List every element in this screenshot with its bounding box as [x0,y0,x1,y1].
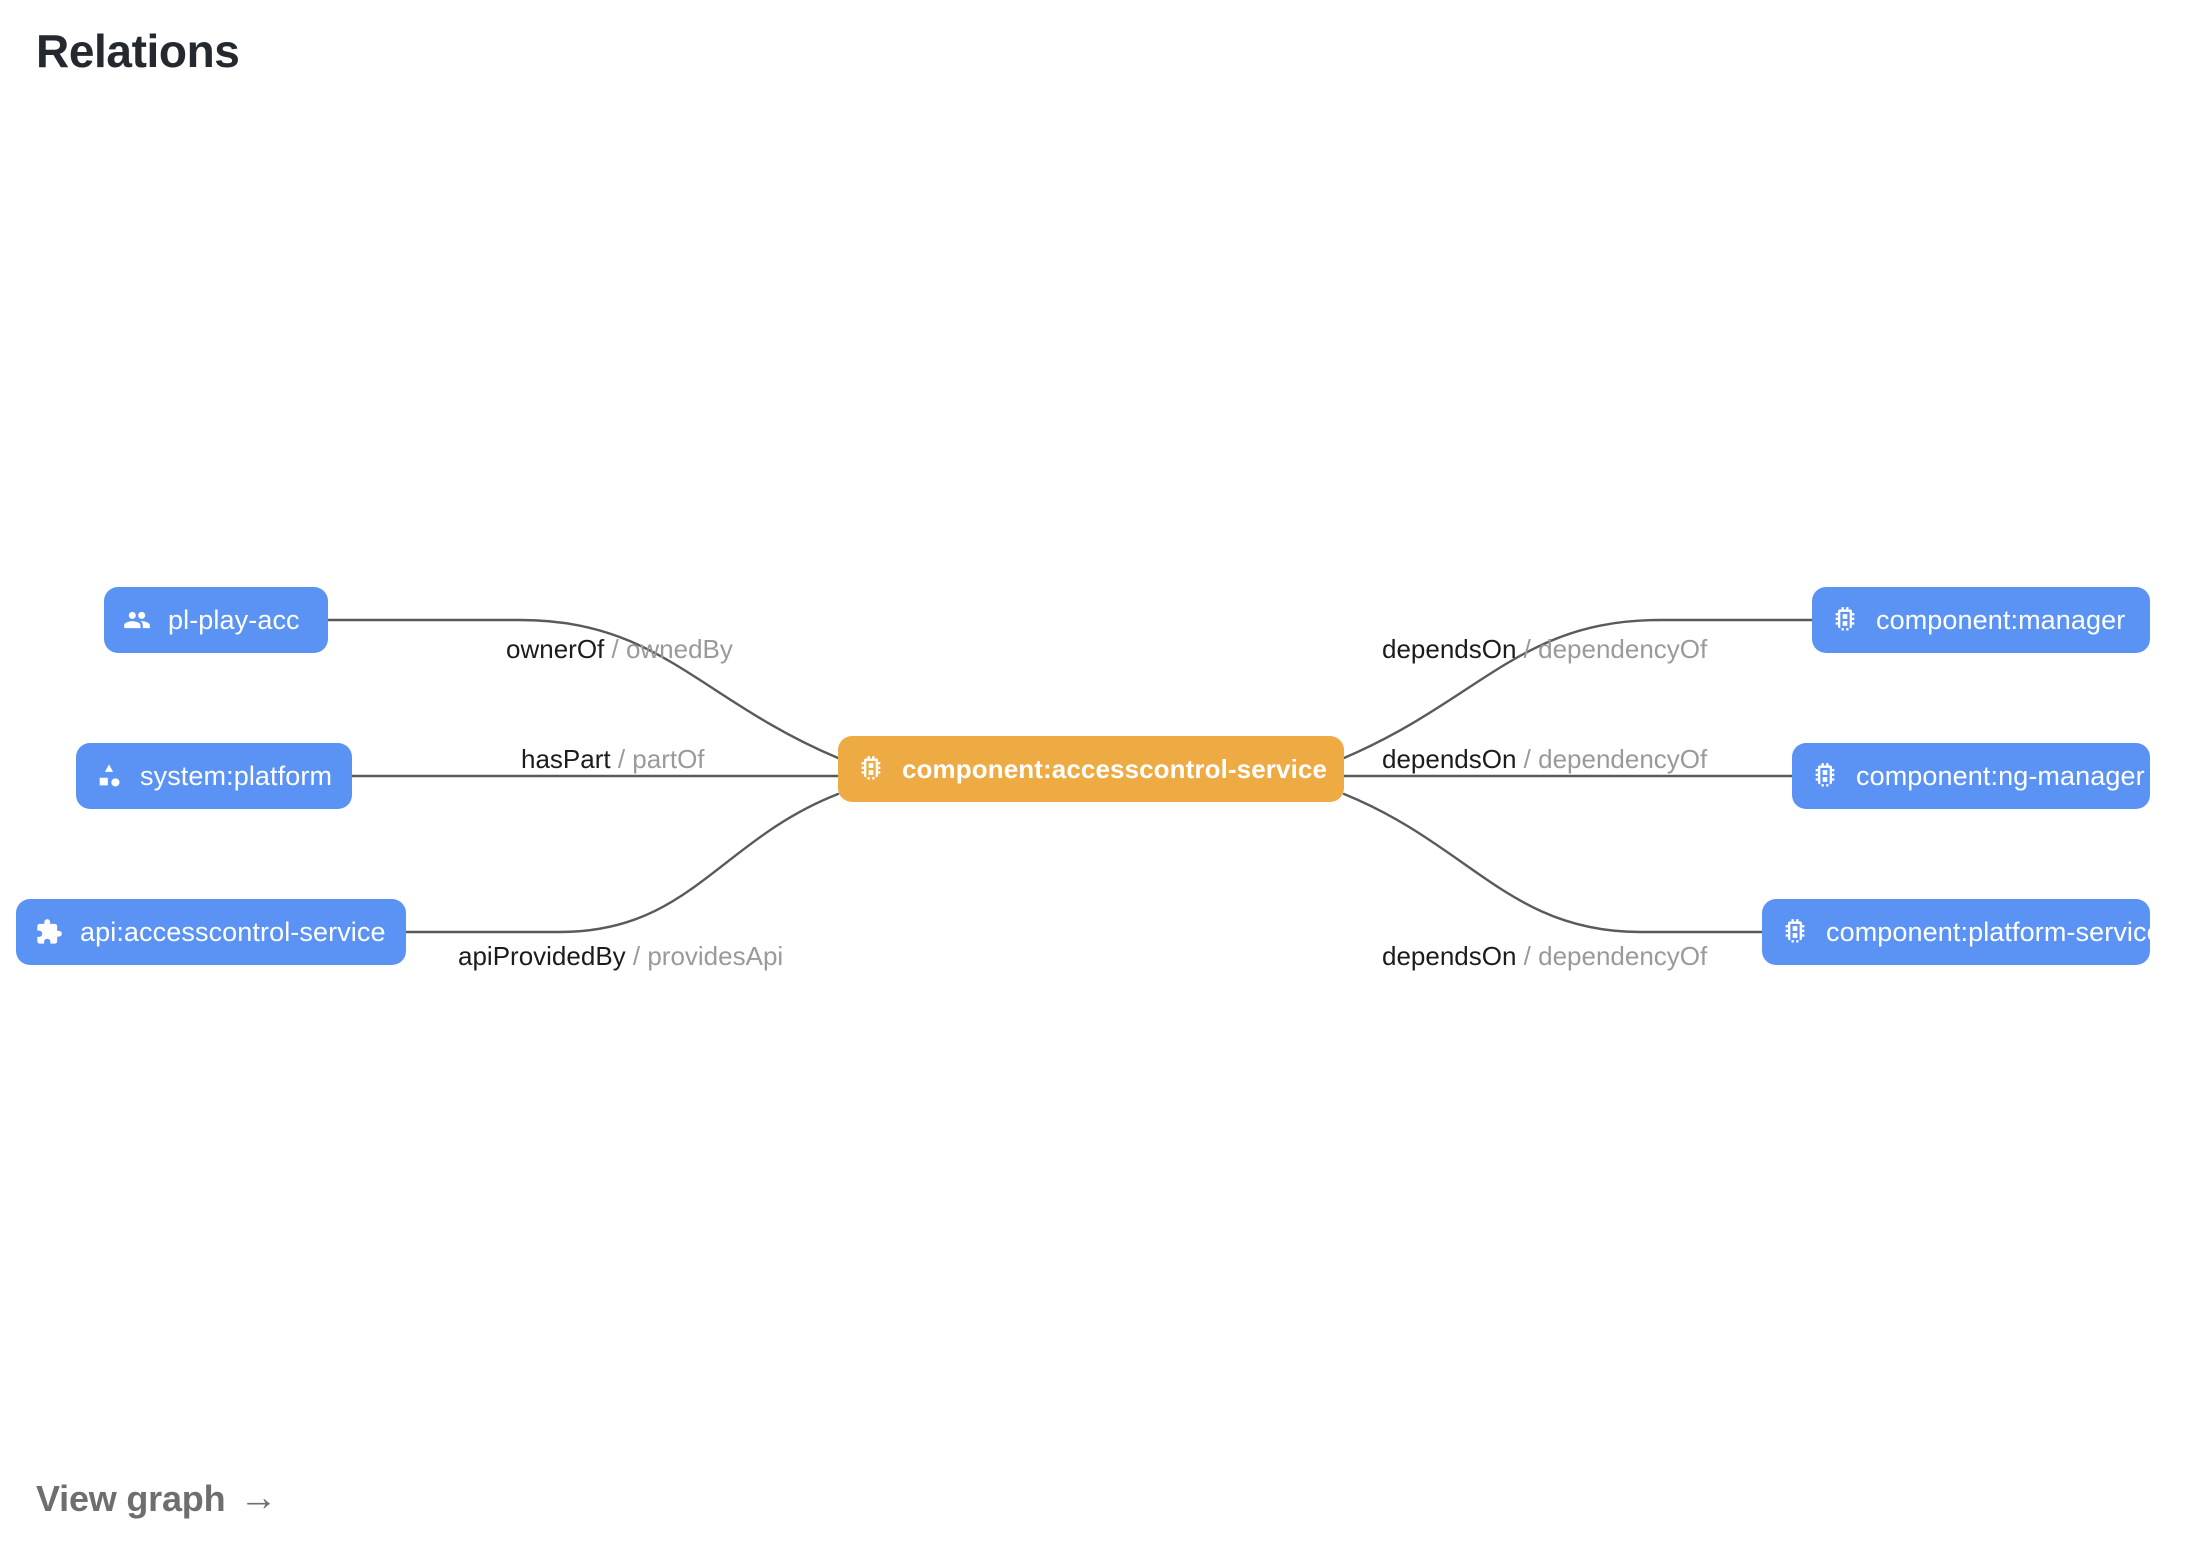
graph-node-label: component:ng-manager [1856,760,2145,791]
relation-reverse: dependencyOf [1538,744,1708,774]
graph-node-system-platform[interactable]: system:platform [76,743,352,809]
graph-node-label: system:platform [140,760,333,791]
memory-chip-icon [1830,605,1860,635]
edge-dependson-ng-manager-label: dependsOn / dependencyOf [1382,746,1707,772]
relation-separator: / [1516,941,1539,971]
group-people-icon [122,605,152,635]
relation-reverse: ownedBy [625,634,733,664]
relation-forward: ownerOf [506,634,605,664]
relation-forward: dependsOn [1382,941,1517,971]
graph-node-label: component:manager [1876,604,2126,635]
edge-apiprovidedby-label: apiProvidedBy / providesApi [458,943,783,969]
relation-separator: / [1516,744,1539,774]
relation-forward: apiProvidedBy [458,941,626,971]
relation-reverse: partOf [632,744,705,774]
graph-node-pl-play-acc[interactable]: pl-play-acc [104,587,328,653]
relation-reverse: providesApi [647,941,784,971]
graph-node-component-manager[interactable]: component:manager [1812,587,2150,653]
memory-chip-icon [856,754,886,784]
edge-haspart-label: hasPart / partOf [521,746,705,772]
puzzle-extension-icon [34,917,64,947]
graph-node-api-accesscontrol-service[interactable]: api:accesscontrol-service [16,899,406,965]
arrow-right-icon: → [239,1477,278,1519]
page-title: Relations [36,25,240,77]
graph-node-label: pl-play-acc [168,604,300,635]
graph-node-label: api:accesscontrol-service [80,916,386,947]
graph-node-label: component:platform-service [1826,916,2162,947]
memory-chip-icon [1810,761,1840,791]
graph-node-component-ng-manager[interactable]: component:ng-manager [1792,743,2150,809]
view-graph-link[interactable]: View graph → [36,1478,277,1520]
relation-separator: / [1516,634,1539,664]
edge-ownerof-label: ownerOf / ownedBy [506,636,733,662]
graph-node-component-platform-service[interactable]: component:platform-service [1762,899,2162,965]
relation-forward: dependsOn [1382,744,1517,774]
edge-dependson-manager-label: dependsOn / dependencyOf [1382,636,1707,662]
view-graph-label: View graph [36,1478,226,1519]
relation-separator: / [604,634,626,664]
edge-dependson-platform-service-label: dependsOn / dependencyOf [1382,943,1707,969]
relation-separator: / [625,941,648,971]
relation-reverse: dependencyOf [1538,634,1708,664]
relation-forward: hasPart [521,744,611,774]
edge-dependson-platform-service [1342,792,1764,934]
relation-separator: / [610,744,633,774]
edge-apiprovidedby [404,792,840,934]
graph-node-focus-component-accesscontrol-service[interactable]: component:accesscontrol-service [838,736,1344,802]
memory-chip-icon [1780,917,1810,947]
relation-reverse: dependencyOf [1538,941,1708,971]
relation-forward: dependsOn [1382,634,1517,664]
category-shapes-icon [94,761,124,791]
graph-node-label: component:accesscontrol-service [902,754,1328,784]
